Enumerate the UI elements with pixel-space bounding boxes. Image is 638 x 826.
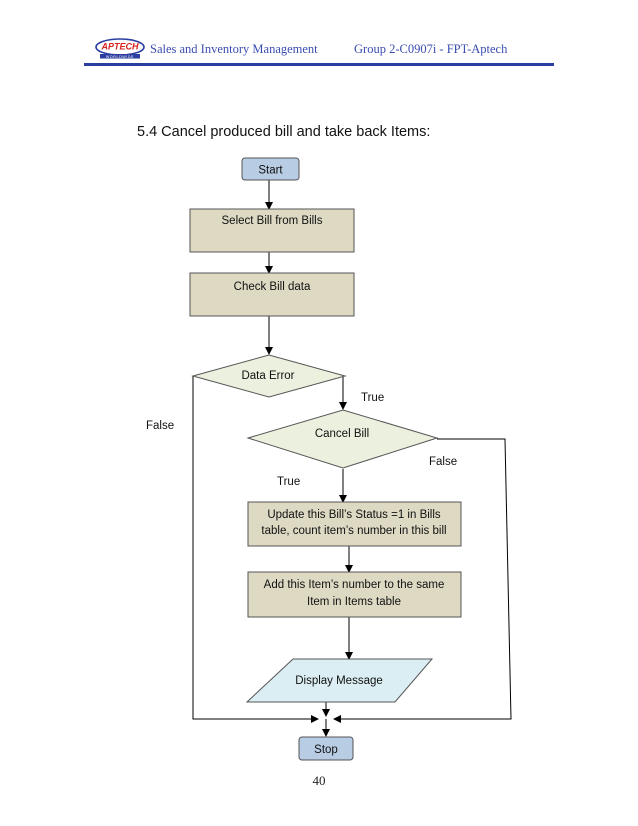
start-node: Start [241,157,300,181]
update-label-line1: Update this Bill’s Status =1 in Bills [267,509,441,521]
data-error-label: Data Error [241,370,294,382]
cancel-bill-label: Cancel Bill [315,428,369,440]
display-message-label: Display Message [295,675,383,687]
section-title: 5.4 Cancel produced bill and take back I… [137,124,431,140]
cancel-bill-decision: Cancel Bill [246,409,439,469]
page-number: 40 [312,773,326,788]
select-bill-label: Select Bill from Bills [222,215,323,227]
logo-subtext: WORLDWIDE [106,55,134,59]
update-label-line2: table, count item’s number in this bill [261,525,446,537]
logo-text: APTECH [100,42,139,52]
display-message-io: Display Message [245,658,434,703]
stop-label: Stop [314,744,338,756]
data-error-decision: Data Error [191,354,347,398]
label-false-cancel-bill: False [429,456,457,468]
label-true-data-error: True [361,392,384,404]
stop-node: Stop [298,736,354,761]
add-item-process: Add this Item’s number to the same Item … [247,571,462,618]
label-true-cancel-bill: True [277,476,300,488]
header-project-title: Sales and Inventory Management [150,42,318,56]
update-status-process: Update this Bill’s Status =1 in Bills ta… [247,501,462,547]
header-rule [84,63,554,66]
aptech-logo-icon: APTECH WORLDWIDE [95,38,145,59]
page-header: APTECH WORLDWIDE Sales and Inventory Man… [84,33,554,67]
add-label-line2: Item in Items table [307,596,401,608]
add-label-line1: Add this Item’s number to the same [264,579,445,591]
check-bill-label: Check Bill data [234,281,311,293]
arrow-cancel-false-path [333,438,512,723]
label-false-data-error: False [146,420,174,432]
check-bill-process: Check Bill data [189,272,355,317]
header-group-name: Group 2-C0907i - FPT-Aptech [354,42,508,56]
start-label: Start [258,165,283,177]
arrow-error-false-path [192,376,319,723]
select-bill-process: Select Bill from Bills [189,208,355,253]
